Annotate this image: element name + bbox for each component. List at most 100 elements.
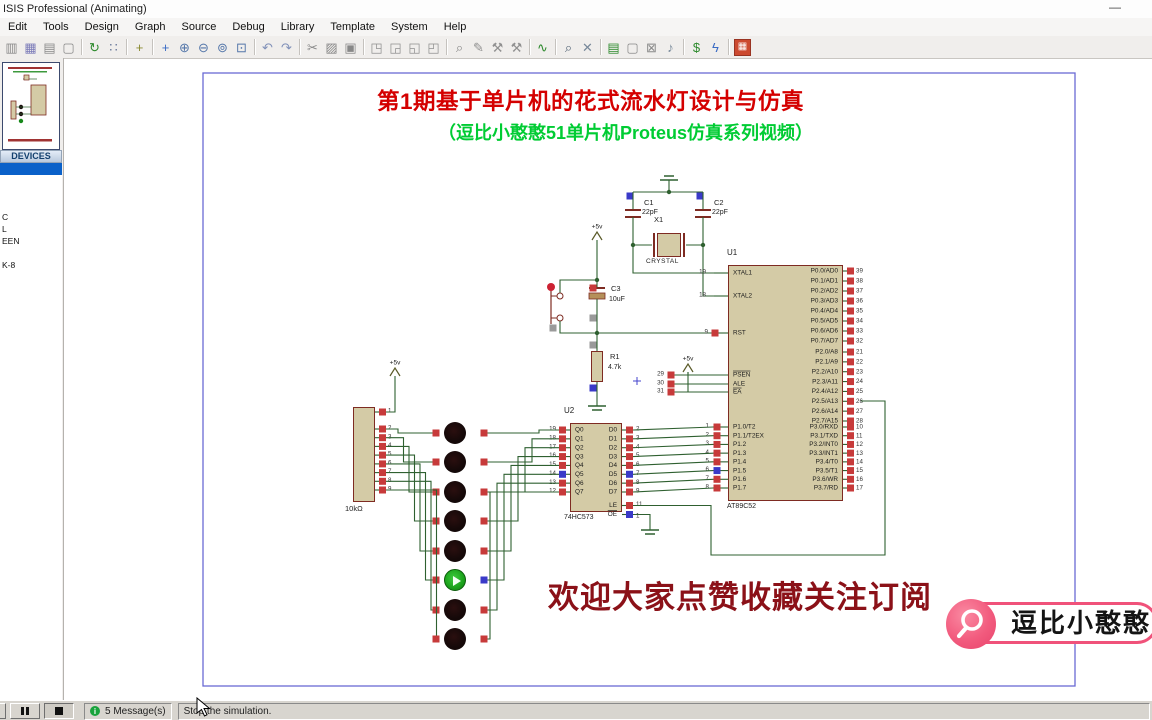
remove-sheet-icon[interactable]: ⊠ — [646, 39, 657, 55]
goto-sheet-icon[interactable]: ♪ — [667, 39, 674, 55]
menu-graph[interactable]: Graph — [134, 21, 166, 33]
pin-state-indicator — [626, 435, 633, 443]
message-counter[interactable]: i 5 Message(s) — [84, 702, 172, 720]
zoom-in-icon[interactable]: ⊕ — [179, 39, 190, 55]
device-item-9[interactable]: K-8 — [2, 260, 16, 270]
minimize-button[interactable]: — — [1109, 0, 1121, 14]
led-6-on[interactable] — [444, 569, 466, 591]
overview-preview[interactable] — [2, 62, 60, 150]
block-delete-icon[interactable]: ◰ — [427, 39, 440, 55]
play-button[interactable] — [0, 703, 6, 719]
wire — [632, 452, 714, 458]
cut-icon[interactable]: ✂ — [307, 39, 318, 55]
led-7[interactable] — [444, 599, 466, 621]
window-add-icon[interactable]: ▦ — [24, 39, 37, 55]
menu-source[interactable]: Source — [181, 21, 217, 33]
search-tag-icon[interactable]: ⌕ — [564, 39, 573, 55]
device-item-5[interactable]: C — [2, 212, 9, 222]
netlist-ares-icon[interactable]: ▦ — [734, 38, 751, 56]
led-4[interactable] — [444, 510, 466, 532]
device-item-1[interactable] — [0, 163, 62, 175]
block-move-icon[interactable]: ◲ — [389, 39, 402, 55]
decompose-icon[interactable]: ⚒ — [510, 39, 523, 55]
button-press-dot[interactable] — [547, 283, 555, 291]
packaging-tool-icon[interactable]: ⚒ — [491, 39, 504, 55]
device-item-8[interactable] — [0, 247, 62, 259]
design-explorer-icon[interactable]: ▤ — [607, 39, 620, 55]
new-sheet-icon[interactable]: ▢ — [626, 39, 639, 55]
copy-icon[interactable]: ▨ — [325, 39, 338, 55]
pin-number: 1 — [706, 423, 710, 430]
u2-chip-body[interactable] — [570, 423, 622, 512]
wire — [632, 470, 714, 475]
device-item-7[interactable]: EEN — [2, 236, 20, 246]
make-device-icon[interactable]: ✎ — [473, 39, 484, 55]
block-rotate-icon[interactable]: ◱ — [408, 39, 421, 55]
wire — [672, 372, 689, 393]
menu-edit[interactable]: Edit — [8, 21, 27, 33]
wire — [386, 489, 438, 640]
pin-state-indicator — [696, 192, 704, 200]
zoom-area-icon[interactable]: ⊡ — [236, 39, 247, 55]
led-8[interactable] — [444, 628, 466, 650]
bill-of-materials-icon[interactable]: $ — [692, 39, 701, 55]
menu-library[interactable]: Library — [280, 21, 315, 33]
power-rail-icon — [389, 366, 401, 377]
pin-number: 13 — [856, 450, 863, 457]
pin-state-indicator — [847, 432, 854, 440]
wire-autorouter-icon[interactable]: ∿ — [537, 39, 548, 55]
pin-number: 3 — [706, 440, 710, 447]
pin-state-indicator — [847, 458, 854, 466]
window-icon[interactable]: ▥ — [5, 39, 18, 55]
pin-state-indicator — [667, 388, 675, 396]
pin-number: 21 — [856, 349, 863, 356]
property-tool-icon[interactable]: ✕ — [582, 39, 593, 55]
stop-button[interactable] — [44, 703, 74, 719]
menu-help[interactable]: Help — [443, 21, 467, 33]
pause-button[interactable] — [10, 703, 40, 719]
pin-state-indicator — [667, 380, 675, 388]
edit-part-icon[interactable]: ⌕ — [455, 39, 464, 55]
menu-tools[interactable]: Tools — [42, 21, 69, 33]
led-2[interactable] — [444, 451, 466, 473]
block-copy-icon[interactable]: ◳ — [370, 39, 383, 55]
zoom-all-icon[interactable]: ⊚ — [217, 39, 228, 55]
zoom-out-icon[interactable]: ⊖ — [198, 39, 209, 55]
refresh-icon[interactable]: ↻ — [89, 39, 100, 55]
pin-state-indicator — [480, 458, 488, 466]
device-item-2[interactable] — [0, 175, 62, 187]
redo-icon[interactable]: ↷ — [281, 39, 292, 55]
menu-template[interactable]: Template — [330, 21, 376, 33]
r1-resistor-body[interactable] — [591, 351, 603, 382]
pin-number: 15 — [856, 467, 863, 474]
pin-state-indicator — [480, 429, 488, 437]
print-icon[interactable]: ▤ — [43, 39, 56, 55]
preview-thumbnail — [8, 67, 52, 142]
electrical-check-icon[interactable]: ϟ — [712, 39, 719, 55]
device-item-3[interactable] — [0, 187, 62, 199]
pin-state-indicator — [432, 576, 440, 584]
crystal-body[interactable] — [657, 233, 681, 257]
respack-body[interactable] — [353, 407, 375, 502]
undo-icon[interactable]: ↶ — [262, 39, 273, 55]
grid-icon[interactable]: ∷ — [109, 39, 118, 55]
pan-icon[interactable]: + — [161, 39, 170, 55]
pause-icon — [26, 707, 29, 715]
pin-state-indicator — [589, 384, 597, 392]
device-item-4[interactable] — [0, 199, 62, 211]
device-item-6[interactable]: L — [2, 224, 7, 234]
pin-state-indicator — [626, 502, 633, 509]
menu-debug[interactable]: Debug — [232, 21, 265, 33]
menu-system[interactable]: System — [391, 21, 428, 33]
info-icon: i — [90, 706, 100, 716]
menu-design[interactable]: Design — [84, 21, 119, 33]
led-3[interactable] — [444, 481, 466, 503]
paste-icon[interactable]: ▣ — [344, 39, 357, 55]
pin-number: 16 — [549, 452, 556, 459]
led-5[interactable] — [444, 540, 466, 562]
origin-icon[interactable]: + — [135, 39, 144, 55]
page-icon[interactable]: ▢ — [62, 39, 75, 55]
u1-chip-body[interactable] — [728, 265, 843, 501]
led-1[interactable] — [444, 422, 466, 444]
wire — [559, 321, 597, 334]
